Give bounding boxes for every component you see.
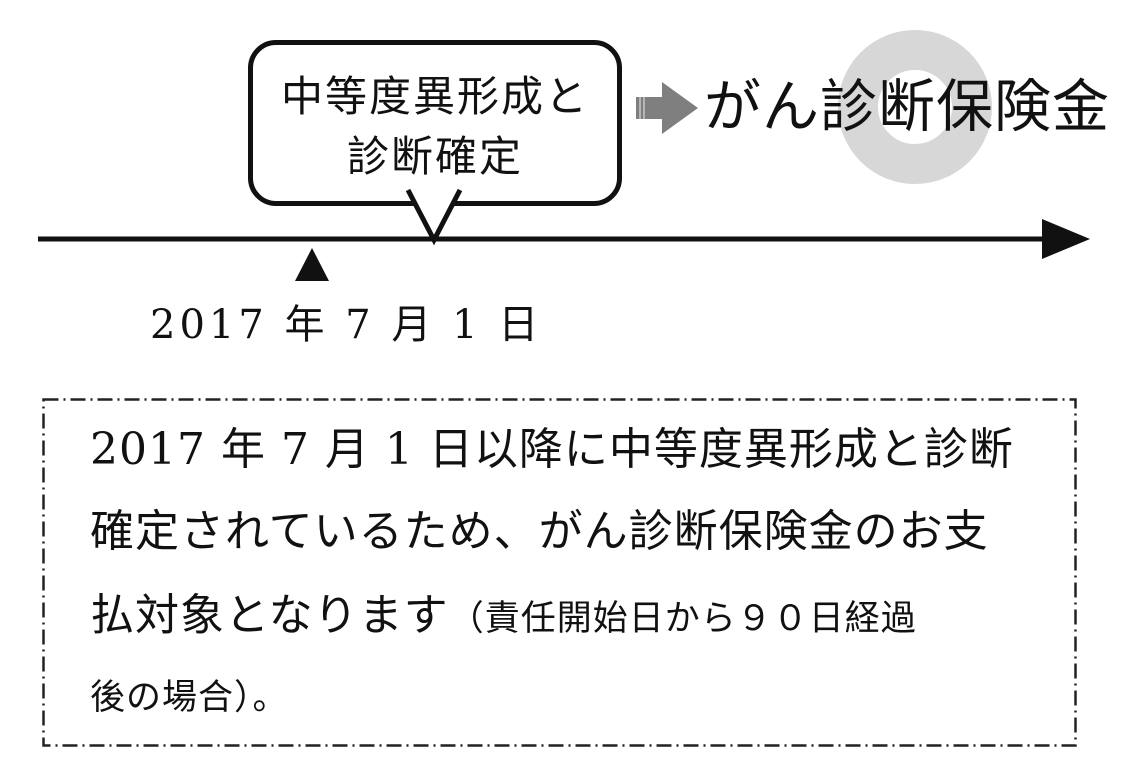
- timeline-right-arrowhead-icon: [1042, 219, 1090, 259]
- note-text-line2: 確定されているため、がん診断保険金のお支: [90, 506, 989, 557]
- block-arrow-right-icon: [636, 82, 698, 134]
- bubble-text-line1: 中等度異形成と: [280, 72, 589, 121]
- diagnosis-callout-bubble: 中等度異形成と 診断確定: [248, 40, 622, 206]
- note-text-line4: 後の場合）。: [90, 678, 289, 718]
- note-text-line3: 払対象となります（責任開始日から９０日経過: [90, 590, 917, 645]
- timeline-marker-triangle-icon: [295, 248, 329, 281]
- explanation-note-box: 2017 年 7 月 1 日以降に中等度異形成と診断 確定されているため、がん診…: [42, 398, 1077, 747]
- note-line3-parenthetical: （責任開始日から９０日経過: [448, 599, 917, 639]
- note-text-line1: 2017 年 7 月 1 日以降に中等度異形成と診断: [90, 424, 1014, 475]
- timeline-date-label: 2017 年 7 月 1 日: [150, 302, 543, 348]
- benefit-label: がん診断保険金: [704, 74, 1110, 140]
- dash-dot-border: [42, 398, 1077, 747]
- note-line3-main: 払対象となります: [90, 590, 449, 641]
- bubble-text-line2: 診断確定: [346, 132, 523, 181]
